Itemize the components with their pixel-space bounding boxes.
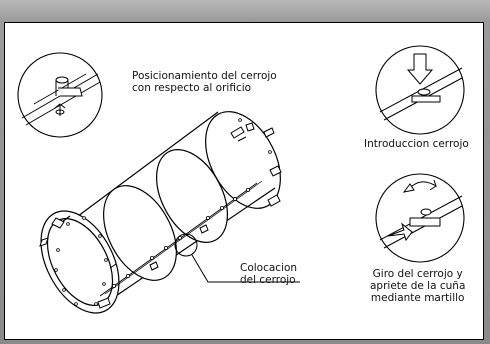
detail-marker — [174, 233, 300, 283]
label-turn: Giro del cerrojo y apriete de la cuña me… — [370, 268, 466, 304]
detail-turning — [375, 173, 465, 263]
flange-tabs — [39, 122, 282, 309]
bolt-holes — [54, 118, 272, 306]
label-placement: Colocacion del cerrojo — [240, 262, 298, 286]
top-bar — [0, 0, 490, 22]
label-introduction: Introduccion cerrojo — [364, 138, 469, 150]
detail-positioning — [17, 52, 103, 138]
label-positioning: Posicionamiento del cerrojo con respecto… — [132, 70, 277, 94]
detail-introduction — [375, 45, 465, 135]
